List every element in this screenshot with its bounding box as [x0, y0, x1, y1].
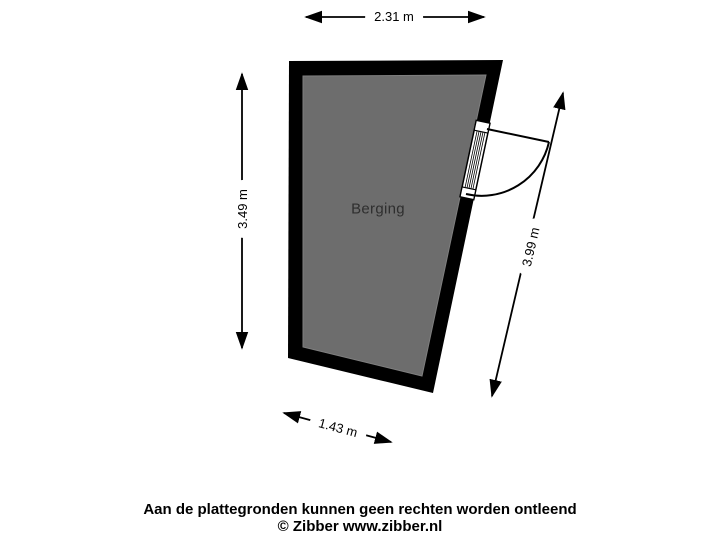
door-icon	[459, 119, 491, 201]
room-label: Berging	[351, 200, 405, 218]
dimension-label-left: 3.49 m	[233, 180, 253, 238]
footer-disclaimer: Aan de plattegronden kunnen geen rechten…	[143, 501, 577, 518]
room-floor	[302, 74, 487, 377]
dimension-label-top: 2.31 m	[365, 7, 423, 27]
footer-credit: © Zibber www.zibber.nl	[277, 518, 443, 535]
